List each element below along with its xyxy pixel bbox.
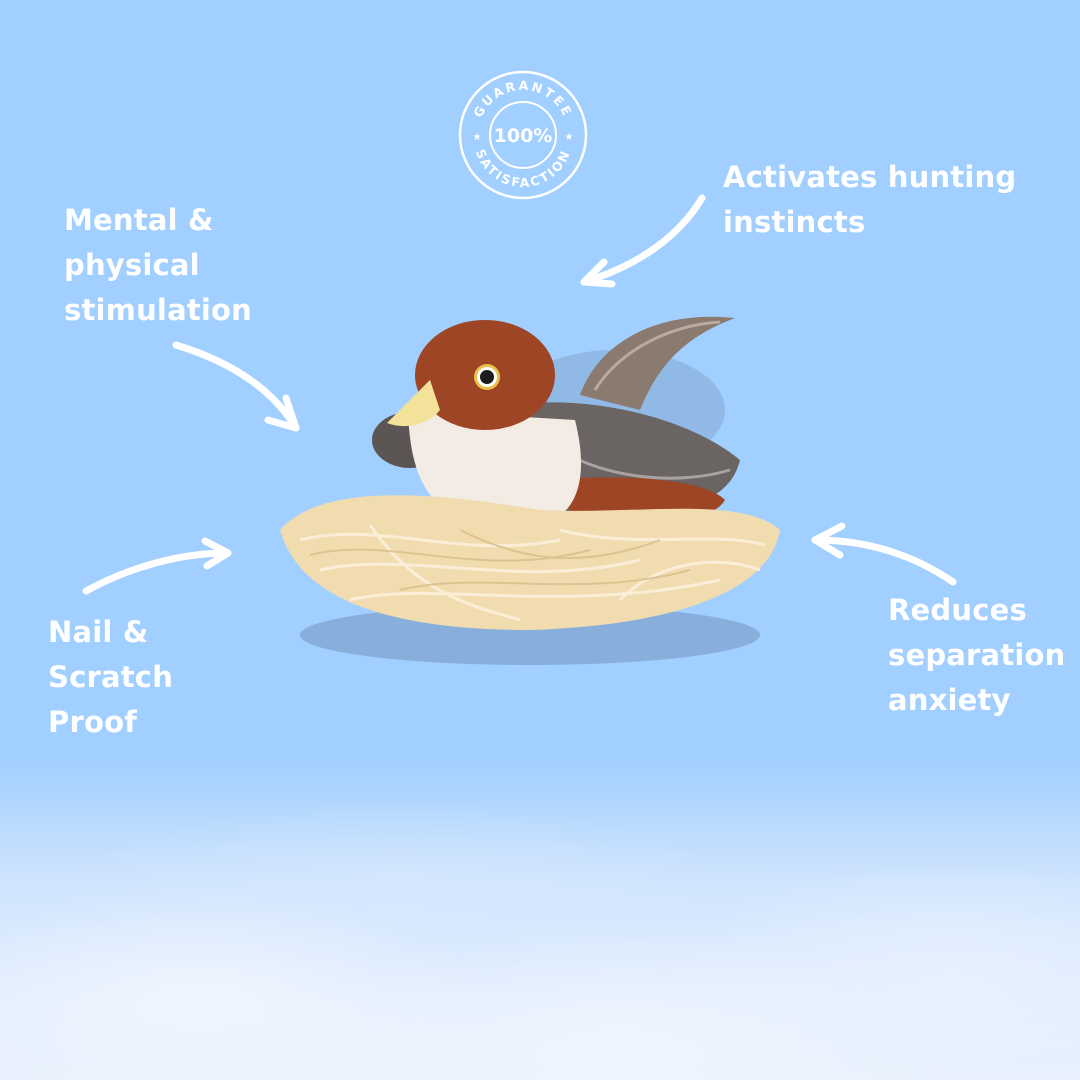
feature-label-nail-scratch-proof: Nail & Scratch Proof bbox=[48, 615, 174, 739]
feature-label-separation-anxiety: Reduces separation anxiety bbox=[888, 593, 1066, 717]
star-icon: ★ bbox=[473, 132, 482, 143]
arrow-icon bbox=[82, 537, 232, 595]
arrow-icon bbox=[580, 194, 706, 288]
arrow-icon bbox=[172, 341, 300, 432]
feature-label-hunting-instincts: Activates hunting instincts bbox=[723, 160, 1017, 239]
feature-label-mental-stimulation: Mental & physical stimulation bbox=[64, 203, 253, 327]
satisfaction-guarantee-badge: GUARANTEE SATISFACTION 100% ★ ★ bbox=[458, 70, 588, 200]
arrow-icon bbox=[811, 522, 957, 586]
star-icon: ★ bbox=[565, 132, 574, 143]
product-image-bird-toy bbox=[280, 316, 780, 665]
badge-center-text: 100% bbox=[494, 125, 553, 147]
